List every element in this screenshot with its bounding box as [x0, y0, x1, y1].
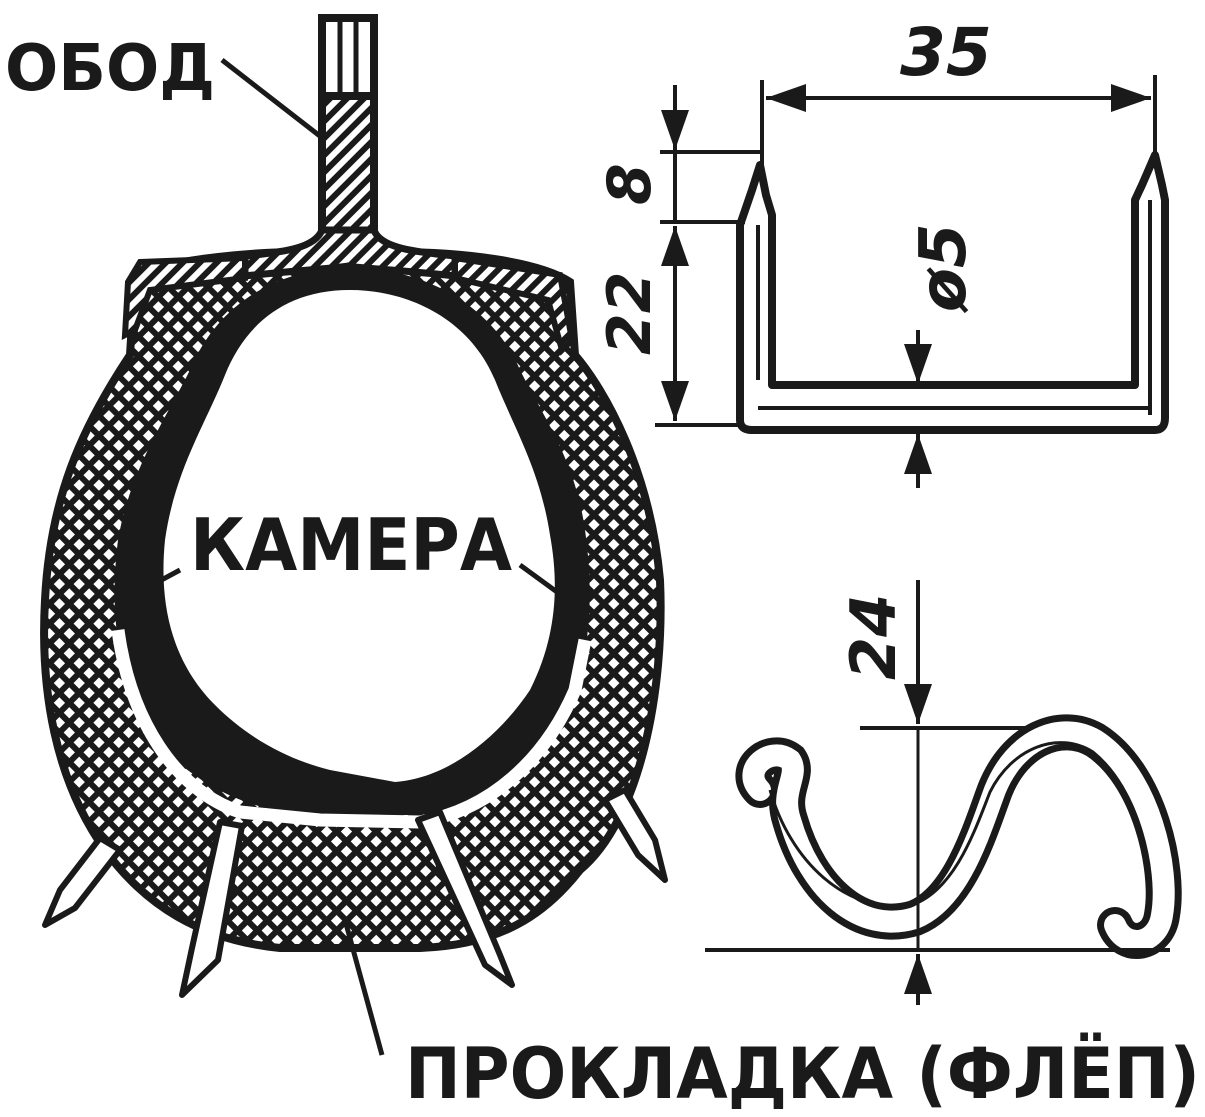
width-dimension-label: 35 [900, 14, 992, 91]
spike-2 [179, 819, 245, 998]
flap-leader [342, 919, 385, 1056]
tube-leader-left [126, 567, 182, 601]
leg-height-label: 22 [595, 272, 665, 356]
diameter-label: ø5 [907, 224, 981, 315]
s-hook-drawing: 24 [705, 580, 1182, 1005]
spike-3 [415, 809, 515, 988]
tube-leader-right [518, 562, 570, 603]
rim-section [121, 14, 576, 356]
tire-cross-section: ОБОД КАМЕРА ПРОКЛАДКА (ФЛЁП) [5, 14, 1200, 1115]
tube-chamber [163, 290, 555, 782]
tire-spikes [42, 787, 668, 998]
s-hook-outline [735, 714, 1182, 959]
spike-1 [42, 835, 123, 928]
u-staple-drawing: 35 8 22 ø5 [595, 14, 1169, 488]
flap-band [111, 629, 592, 829]
rim-label: ОБОД [5, 32, 215, 106]
rim-leader [220, 58, 327, 142]
u-staple-body [736, 151, 1169, 434]
hook-height-label: 24 [837, 594, 910, 680]
tube-label: КАМЕРА [190, 503, 512, 587]
tip-length-label: 8 [595, 163, 665, 205]
spike-4 [602, 787, 668, 883]
flap-label: ПРОКЛАДКА (ФЛЁП) [405, 1033, 1200, 1115]
